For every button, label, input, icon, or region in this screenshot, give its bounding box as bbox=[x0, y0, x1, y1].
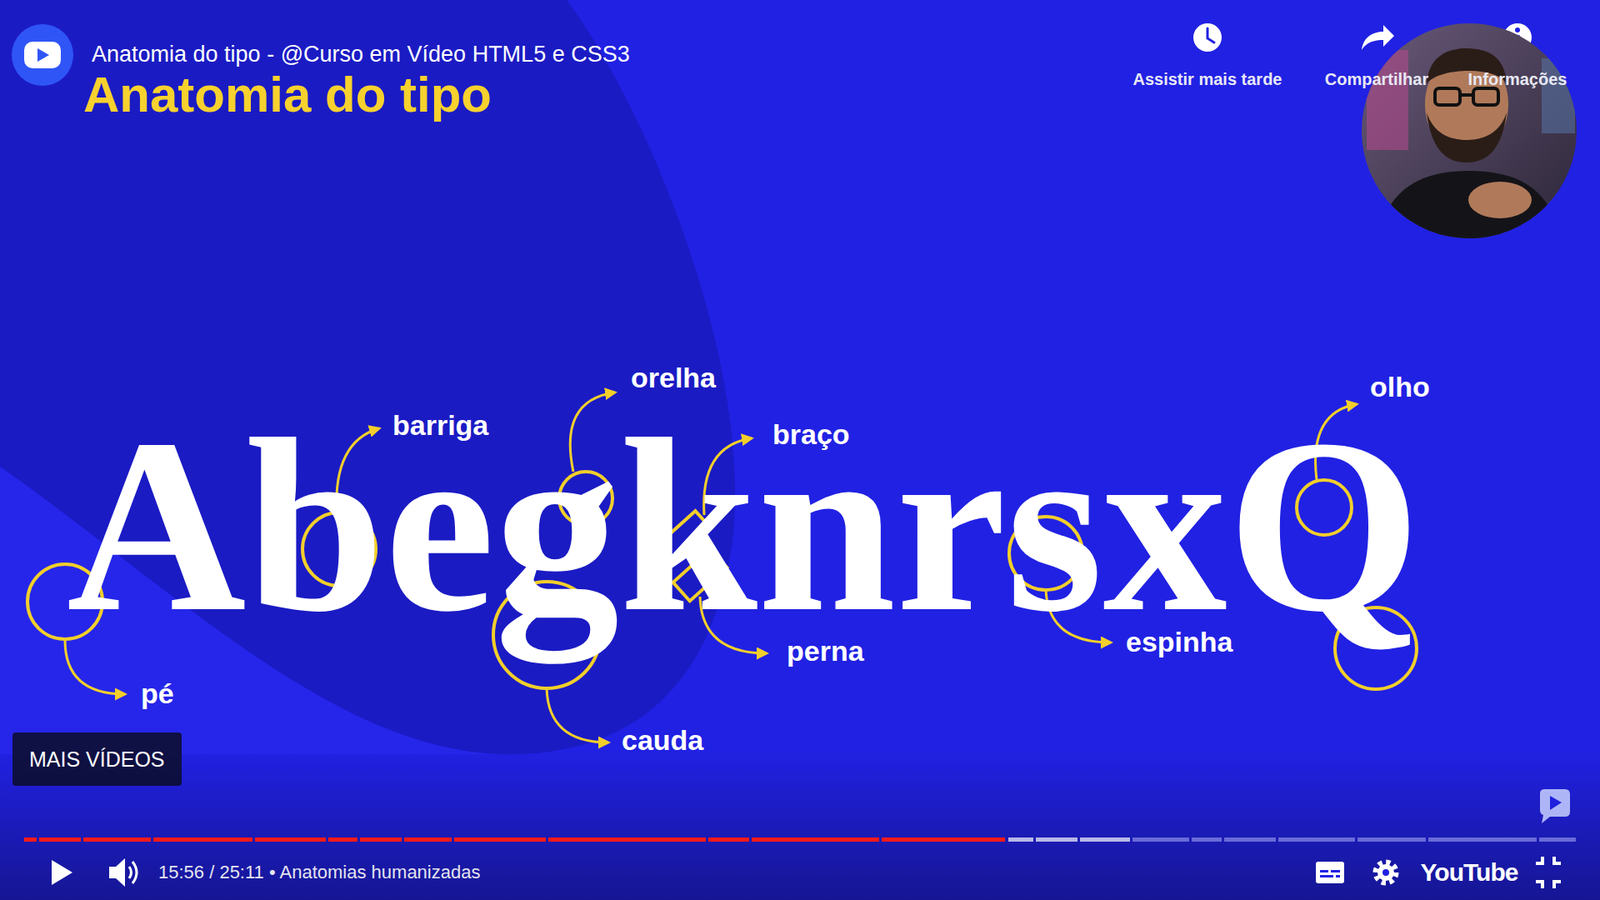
chapter-segment bbox=[1224, 837, 1276, 842]
clock-face bbox=[1193, 23, 1222, 52]
corner bbox=[1554, 881, 1561, 889]
watermark-play bbox=[1550, 795, 1562, 810]
chapter-segment bbox=[1539, 837, 1576, 842]
chapter-segment bbox=[404, 837, 452, 842]
button-caption: Assistir mais tarde bbox=[1133, 70, 1283, 90]
webcam-bubble bbox=[1358, 20, 1584, 250]
specimen-letters: AbegknrsxQ bbox=[66, 401, 1421, 650]
button-caption: Compartilhar bbox=[1325, 70, 1429, 90]
video-title: Anatomia do tipo - @Curso em Vídeo HTML5… bbox=[91, 41, 630, 68]
gear-teeth bbox=[1375, 862, 1396, 883]
part-name: olho bbox=[1370, 370, 1430, 404]
info-dot bbox=[1515, 27, 1520, 33]
hand bbox=[1468, 181, 1532, 219]
logo-circle bbox=[11, 24, 74, 86]
chapter-segment bbox=[83, 837, 151, 842]
progress-remaining bbox=[1132, 837, 1576, 842]
subtitles-line bbox=[1330, 870, 1340, 873]
chapter-segment bbox=[328, 837, 358, 842]
control-shade bbox=[0, 750, 1600, 900]
settings-icon bbox=[1375, 862, 1396, 883]
logo-play bbox=[37, 48, 50, 62]
channel-logo bbox=[11, 24, 74, 86]
clock-hands bbox=[1207, 28, 1215, 43]
chapter-segment bbox=[548, 837, 706, 842]
logo-screen bbox=[24, 41, 61, 69]
subtitles-icon bbox=[1315, 861, 1345, 884]
glasses bbox=[1473, 88, 1499, 105]
chapter-segment bbox=[1278, 837, 1355, 842]
gear-hole bbox=[1382, 869, 1390, 876]
speaker bbox=[109, 858, 125, 887]
chapter-segment bbox=[751, 837, 880, 842]
beard bbox=[1426, 112, 1507, 163]
gear-body bbox=[1377, 864, 1395, 881]
share-icon bbox=[1361, 25, 1395, 50]
part-name: perna bbox=[786, 635, 865, 668]
subtitles-box bbox=[1315, 861, 1345, 884]
subtitles-line bbox=[1320, 870, 1329, 873]
chapter-segment bbox=[1080, 837, 1130, 842]
chapter-segment bbox=[1357, 837, 1426, 842]
sound-wave bbox=[132, 861, 137, 884]
shelf bbox=[1366, 50, 1409, 150]
clock-icon bbox=[1193, 23, 1222, 52]
fullscreen-exit-icon bbox=[1535, 856, 1561, 889]
corner bbox=[1554, 856, 1561, 864]
chapter-segment bbox=[39, 837, 81, 842]
chapter-segment bbox=[881, 837, 1005, 842]
leader-line bbox=[546, 688, 609, 743]
progress-bar bbox=[24, 837, 1576, 842]
chapter-segment bbox=[1132, 837, 1190, 842]
sound-wave bbox=[129, 866, 132, 879]
part-name: braço bbox=[772, 418, 850, 451]
chapter-segment bbox=[708, 837, 750, 842]
glasses-bridge bbox=[1460, 93, 1474, 97]
chapter-segment bbox=[1428, 837, 1537, 842]
button-label: MAIS VÍDEOS bbox=[29, 747, 165, 772]
volume-icon bbox=[109, 858, 137, 887]
chapter-segment bbox=[255, 837, 326, 842]
watermark-logo bbox=[1540, 789, 1570, 824]
slide-heading: Anatomia do tipo bbox=[83, 70, 492, 120]
part-name: orelha bbox=[630, 361, 716, 395]
youtube-wordmark: YouTube bbox=[1420, 858, 1519, 888]
button-caption: Informações bbox=[1468, 70, 1568, 90]
corner bbox=[1535, 881, 1543, 889]
chapter-segment bbox=[1191, 837, 1222, 842]
chapter-segment bbox=[24, 837, 37, 842]
more-videos-button: MAIS VÍDEOS bbox=[12, 732, 182, 786]
watermark-bubble bbox=[1540, 789, 1570, 824]
shirt bbox=[1375, 170, 1564, 250]
time-display: 15:56 / 25:11 • Anatomias humanizadas bbox=[158, 861, 480, 883]
part-name: espinha bbox=[1125, 625, 1233, 659]
chapter-segment bbox=[1008, 837, 1034, 842]
glasses bbox=[1435, 88, 1460, 105]
part-name: cauda bbox=[621, 724, 704, 757]
chapter-segment bbox=[1035, 837, 1078, 842]
play-icon bbox=[51, 860, 73, 885]
progress-buffered bbox=[1008, 837, 1130, 842]
part-name: pé bbox=[140, 677, 175, 710]
progress-played bbox=[24, 837, 1005, 842]
chapter-segment bbox=[360, 837, 402, 842]
subtitles-line bbox=[1320, 875, 1334, 878]
corner bbox=[1535, 856, 1543, 864]
chapter-segment bbox=[153, 837, 253, 842]
share-arrow bbox=[1361, 25, 1395, 50]
chapter-segment bbox=[454, 837, 546, 842]
subtitles-line bbox=[1335, 875, 1340, 878]
part-name: barriga bbox=[392, 409, 489, 442]
